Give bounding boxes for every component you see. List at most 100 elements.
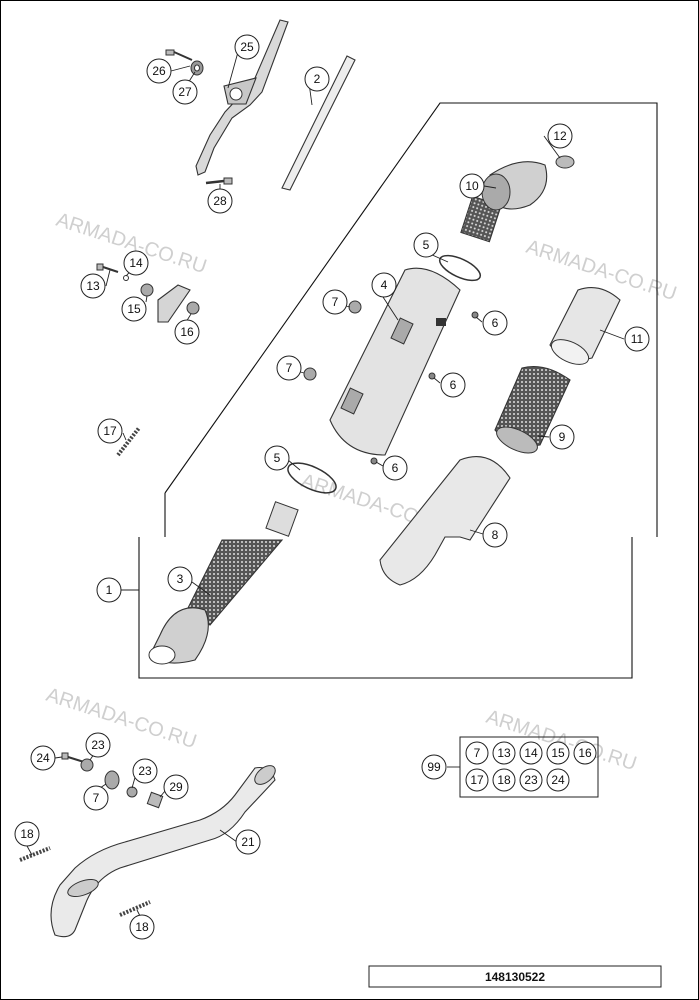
screw-part-6 [471,311,479,319]
callout-28: 28 [207,188,233,214]
callout-14: 14 [123,250,149,276]
callout-10: 10 [459,173,485,199]
kit-item: 15 [546,741,570,765]
callout-23-label: 23 [138,764,152,778]
callout-10-label: 10 [465,179,479,193]
kit-item: 17 [465,768,489,792]
kit-item-label: 23 [524,773,538,787]
callout-5: 5 [264,445,290,471]
callout-7-label: 7 [332,295,339,309]
document-number-box [368,965,662,988]
callout-17-label: 17 [103,424,117,438]
callout-6: 6 [482,310,508,336]
bolt-part-24 [61,752,85,763]
callout-99: 99 [421,754,447,780]
callout-12: 12 [547,123,573,149]
spring-part-17 [116,426,141,457]
callout-29-label: 29 [169,780,183,794]
callout-4: 4 [371,272,397,298]
perforated-tube-part-3 [148,501,299,665]
screw-part-6 [370,457,378,465]
watermark: ARMADA-CO.RU [43,684,199,753]
callout-26: 26 [146,58,172,84]
kit-item: 7 [465,741,489,765]
callout-16-label: 16 [180,325,194,339]
o-ring-part-5 [287,462,337,494]
header-pipe-part-21 [50,765,276,938]
callout-17: 17 [97,418,123,444]
callout-4-label: 4 [381,278,388,292]
spring-part-18 [119,900,151,917]
gasket-part-2 [281,55,356,191]
grommet-part-23 [126,786,138,798]
callout-25: 25 [234,34,260,60]
silencer-assembly-boundary-lower [138,537,633,679]
bolt-part-28 [205,177,233,185]
callout-16: 16 [174,319,200,345]
callout-2-label: 2 [314,72,321,86]
kit-item-label: 15 [551,746,565,760]
callout-6: 6 [440,372,466,398]
callout-7-label: 7 [93,791,100,805]
nut-part-16 [186,301,200,315]
callout-27: 27 [172,79,198,105]
callout-15: 15 [121,296,147,322]
nut-plate-part-29 [146,791,164,809]
kit-item-label: 18 [497,773,511,787]
callout-25-label: 25 [240,40,254,54]
screw-part-6 [428,372,436,380]
callout-14-label: 14 [129,256,143,270]
washer-part-14 [123,275,129,281]
callout-23: 23 [85,732,111,758]
callout-15-label: 15 [127,302,141,316]
callout-5: 5 [413,232,439,258]
kit-item: 14 [519,741,543,765]
callout-6-label: 6 [392,461,399,475]
callout-18-label: 18 [135,920,149,934]
callout-13: 13 [80,273,106,299]
sleeve-part-11 [549,287,621,365]
callout-26-label: 26 [152,64,166,78]
callout-23-label: 23 [91,738,105,752]
outer-tube-part-8 [379,456,511,586]
kit-item-label: 17 [470,773,484,787]
callout-6-label: 6 [492,316,499,330]
leader-lines [26,51,625,917]
spacer-part-7 [104,770,120,790]
spring-part-18 [19,846,51,862]
callout-24: 24 [30,745,56,771]
callout-6-label: 6 [450,378,457,392]
callout-21: 21 [235,829,261,855]
callout-18-label: 18 [20,827,34,841]
watermark: ARMADA-CO.RU [483,706,639,775]
callout-21-label: 21 [241,835,255,849]
callout-5-label: 5 [274,451,281,465]
callout-99-label: 99 [427,760,441,774]
callout-3: 3 [167,566,193,592]
callout-28-label: 28 [213,194,227,208]
bolt-part-26 [165,49,193,61]
callout-23: 23 [132,758,158,784]
callout-2: 2 [304,66,330,92]
rubber-grommet-part-27 [190,60,204,76]
callout-9: 9 [549,424,575,450]
nut-part-7 [348,300,362,314]
bolt-part-13 [96,263,119,273]
kit-item-label: 7 [474,746,481,760]
plug-part-12 [555,155,575,169]
callout-1: 1 [96,577,122,603]
kit-item: 24 [546,768,570,792]
clamp-part [157,284,191,323]
callout-27-label: 27 [178,85,192,99]
grommet-part-15 [140,283,154,297]
callout-7: 7 [276,355,302,381]
nut-part-7 [303,367,317,381]
grommet-part-23 [80,758,94,772]
perforated-insert-part-9 [494,365,571,454]
silencer-assembly-boundary [164,102,658,537]
callout-6: 6 [382,455,408,481]
callout-13-label: 13 [86,279,100,293]
callout-29: 29 [163,774,189,800]
